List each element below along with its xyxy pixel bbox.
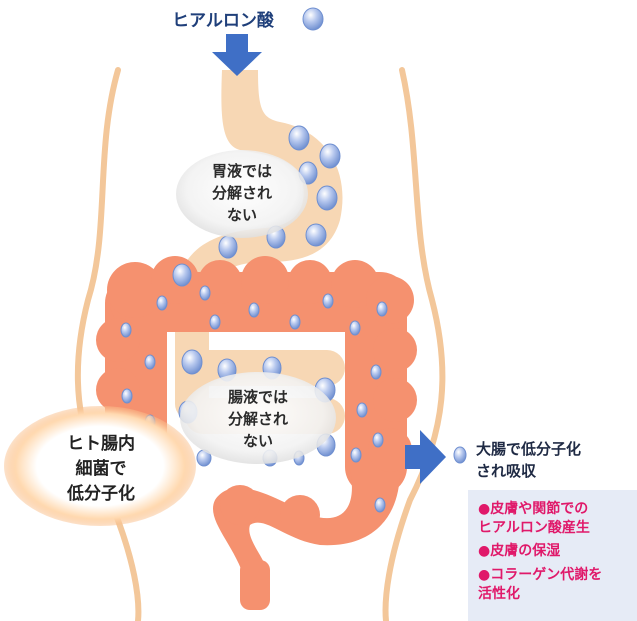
right-arrow-icon — [405, 430, 446, 484]
intestine-note-bubble — [180, 372, 336, 464]
bacteria-note: ヒト腸内 細菌で 低分子化 — [67, 434, 135, 504]
benefit-item: ●皮膚や関節での ヒアルロン酸産生 — [478, 501, 590, 536]
benefit-item: ●コラーゲン代謝を 活性化 — [478, 567, 603, 602]
stomach-note-bubble — [176, 150, 308, 238]
hyaluronic-acid-label: ヒアルロン酸 — [172, 11, 274, 31]
intestine-note: 腸液では 分解され ない — [227, 388, 288, 450]
colon — [96, 256, 417, 610]
molecule-icon — [302, 7, 324, 31]
stomach-note: 胃液では 分解され ない — [211, 162, 272, 224]
bacteria-note-glow — [4, 406, 196, 526]
down-arrow-icon — [212, 34, 262, 76]
benefit-item: ●皮膚の保湿 — [478, 543, 561, 559]
absorption-title: 大腸で低分子化 され吸収 — [476, 440, 582, 480]
stomach — [175, 70, 343, 300]
benefits-box: ●皮膚や関節での ヒアルロン酸産生 ●皮膚の保湿 ●コラーゲン代謝を 活性化 — [468, 490, 637, 621]
body-outline — [74, 67, 446, 621]
